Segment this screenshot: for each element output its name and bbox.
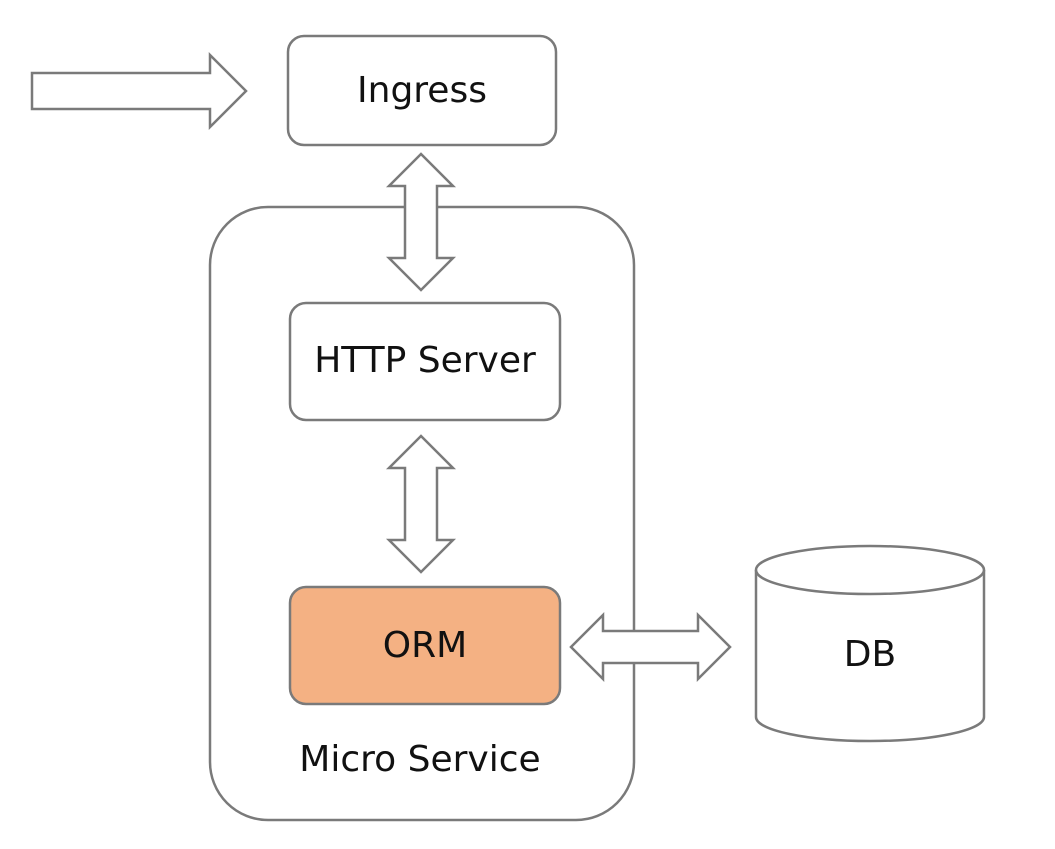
incoming-request-arrow (30, 51, 248, 131)
orm-label: ORM (383, 625, 467, 666)
db-cylinder-top (754, 544, 986, 596)
micro-service-label: Micro Service (299, 739, 540, 780)
ingress-http-arrow (385, 152, 457, 292)
http-server-node: HTTP Server (288, 301, 562, 422)
db-node: DB (754, 544, 986, 743)
orm-db-arrow (569, 611, 732, 683)
ingress-node: Ingress (286, 34, 558, 147)
db-cylinder-body (754, 570, 986, 743)
http-server-box (288, 301, 562, 422)
http-server-label: HTTP Server (314, 340, 536, 381)
orm-node: ORM (288, 585, 562, 706)
ingress-label: Ingress (357, 70, 487, 111)
http-orm-arrow (385, 434, 457, 574)
db-label: DB (844, 634, 896, 675)
ingress-box (286, 34, 558, 147)
orm-box (288, 585, 562, 706)
